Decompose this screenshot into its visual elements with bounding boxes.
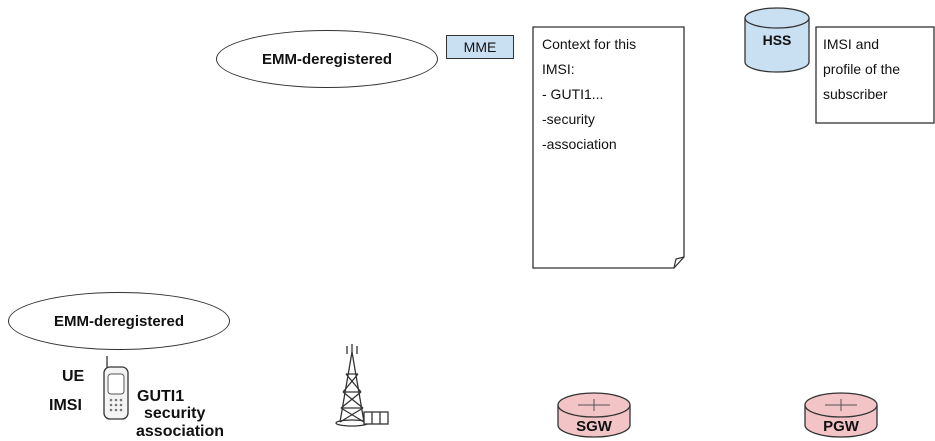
hss-note-text: IMSI and profile of the subscriber [823, 32, 900, 107]
hss-note-line: subscriber [823, 86, 888, 102]
pgw-router-icon [804, 392, 878, 438]
context-line: -security [542, 111, 595, 127]
context-line: -association [542, 136, 617, 152]
hss-note-line: IMSI and [823, 36, 880, 52]
mobile-phone-icon [103, 356, 129, 420]
mme-context-note [532, 26, 685, 269]
hss-note-line: profile of the [823, 61, 901, 77]
context-line: Context for this [542, 36, 637, 52]
antenna-tower-icon [335, 344, 389, 427]
hss-label: HSS [762, 32, 792, 48]
guti-label: GUTI1 [137, 388, 185, 405]
pgw-label: PGW [823, 418, 859, 435]
association-label: association [136, 423, 225, 440]
hss-database-icon [744, 7, 810, 73]
hss-note-box [815, 26, 935, 124]
mme-context-text: Context for this IMSI: - GUTI1... -secur… [542, 32, 636, 157]
sgw-router-icon [557, 392, 631, 438]
ue-label: UE [62, 368, 85, 385]
security-label: security [144, 405, 206, 422]
ue-state-label: EMM-deregistered [53, 312, 185, 330]
context-line: - GUTI1... [542, 86, 604, 102]
context-line: IMSI: [542, 61, 575, 77]
mme-node: MME [446, 35, 514, 59]
sgw-label: SGW [576, 418, 612, 435]
imsi-label: IMSI [49, 397, 82, 414]
mme-label: MME [463, 39, 497, 55]
mme-state-label: EMM-deregistered [261, 50, 393, 68]
mme-state-ellipse: EMM-deregistered [216, 30, 438, 88]
ue-state-ellipse: EMM-deregistered [8, 292, 230, 350]
